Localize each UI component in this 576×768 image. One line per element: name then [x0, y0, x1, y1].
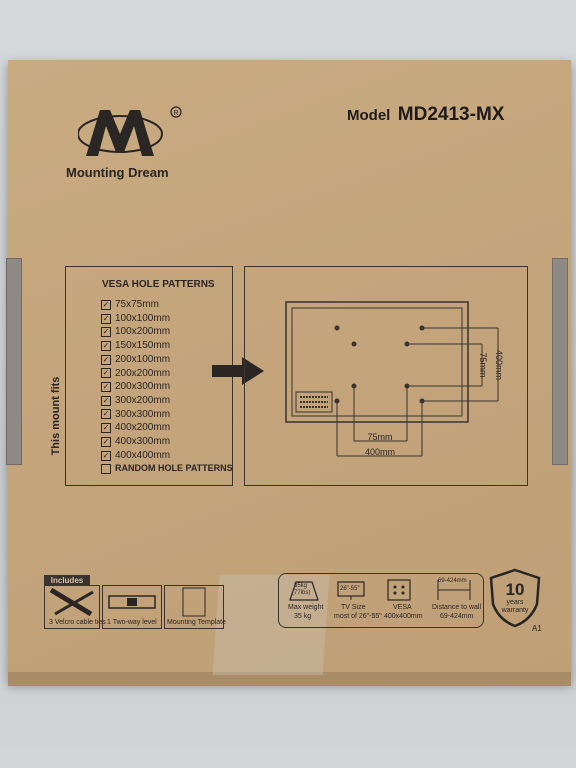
warranty-years: years	[506, 599, 524, 606]
vesa-title: VESA HOLE PATTERNS	[102, 279, 215, 290]
box-code: A1	[532, 624, 542, 633]
checkbox-icon: ✓	[101, 340, 111, 351]
distance-value: 69-424mm	[440, 613, 474, 620]
model-label: Model	[347, 107, 391, 124]
list-item: ✓100x200mm	[101, 326, 171, 338]
list-item: ✓300x300mm	[101, 408, 171, 420]
checkbox-empty-icon	[101, 464, 111, 475]
includes-tab: Includes	[44, 575, 90, 586]
list-item: ✓75x75mm	[101, 299, 159, 310]
warranty-num: 10	[506, 580, 525, 599]
brand-logo-icon: R	[78, 106, 182, 156]
level-icon	[108, 595, 156, 609]
list-item: ✓100x100mm	[101, 312, 171, 324]
mount-fits-label: This mount fits	[50, 376, 62, 456]
box-bottom-edge	[8, 672, 571, 686]
spec-panel	[278, 573, 484, 628]
checkbox-icon: ✓	[101, 354, 111, 365]
vesa-spec-value: 400x400mm	[384, 613, 423, 620]
weight-value: 35 kg	[294, 613, 312, 620]
model-number: MD2413-MX	[397, 104, 505, 125]
checkbox-icon: ✓	[101, 423, 111, 434]
weight-label: Max weight	[288, 604, 324, 611]
template-caption: Mounting Template	[167, 619, 227, 626]
velcro-caption: 3 Velcro cable ties	[49, 619, 106, 626]
distance-icon-text: 69-424mm	[438, 578, 467, 584]
right-strap	[552, 258, 568, 465]
level-caption: 1 Two-way level	[107, 619, 157, 626]
h-inner-dim: 75mm	[367, 432, 392, 442]
checkbox-icon: ✓	[101, 450, 111, 461]
list-item: ✓150x150mm	[101, 340, 171, 352]
tv-icon-text: 26"-55"	[340, 586, 360, 592]
list-item: ✓300x200mm	[101, 394, 171, 406]
left-strap	[6, 258, 22, 465]
checkbox-icon: ✓	[101, 395, 111, 406]
list-item: ✓400x300mm	[101, 436, 171, 448]
checkbox-icon: ✓	[101, 313, 111, 324]
tv-size-icon	[337, 581, 365, 600]
weight-top2: (77lbs)	[292, 590, 311, 596]
tv-diagram: 75mm 400mm 75mm 400mm	[285, 301, 504, 457]
checkbox-icon: ✓	[101, 382, 111, 393]
template-icon	[182, 587, 206, 617]
vesa-icon	[387, 579, 411, 601]
checkbox-icon: ✓	[101, 327, 111, 338]
list-item: ✓400x400mm	[101, 449, 171, 461]
template-item: Mounting Template	[164, 585, 227, 629]
warranty-word: warranty	[501, 607, 529, 614]
svg-text:R: R	[174, 110, 179, 117]
checkbox-icon: ✓	[101, 409, 111, 420]
warranty-badge-icon: 10 years warranty	[489, 568, 541, 628]
vesa-spec-label: VESA	[393, 604, 412, 611]
vesa-pattern-list: ✓75x75mm ✓100x100mm ✓100x200mm ✓150x150m…	[101, 298, 233, 476]
model-line: Model MD2413-MX	[347, 104, 504, 126]
brand-name: Mounting Dream	[66, 165, 169, 180]
weight-icon	[289, 581, 319, 601]
tv-diagram-panel	[244, 266, 528, 486]
list-item: ✓200x100mm	[101, 353, 171, 365]
checkbox-icon: ✓	[101, 368, 111, 379]
distance-label: Distance to wall	[432, 604, 482, 611]
checkbox-icon: ✓	[101, 436, 111, 447]
h-outer-dim: 400mm	[365, 447, 395, 457]
cable-ties-icon	[49, 587, 94, 617]
list-item: ✓400x200mm	[101, 422, 171, 434]
v-inner-dim: 75mm	[478, 352, 488, 377]
arrow-right-icon	[212, 357, 264, 385]
distance-icon	[437, 580, 471, 600]
tv-value: most of 26"-55"	[334, 613, 382, 620]
list-item: RANDOM HOLE PATTERNS	[101, 462, 233, 476]
list-item: ✓200x300mm	[101, 381, 171, 393]
weight-top: 35kg	[294, 583, 308, 589]
v-outer-dim: 400mm	[494, 350, 504, 380]
tv-label: TV Size	[341, 604, 366, 611]
velcro-item: 3 Velcro cable ties	[44, 585, 106, 629]
level-item: 1 Two-way level	[102, 585, 162, 629]
list-item: ✓200x200mm	[101, 367, 171, 379]
checkbox-icon: ✓	[101, 299, 111, 310]
